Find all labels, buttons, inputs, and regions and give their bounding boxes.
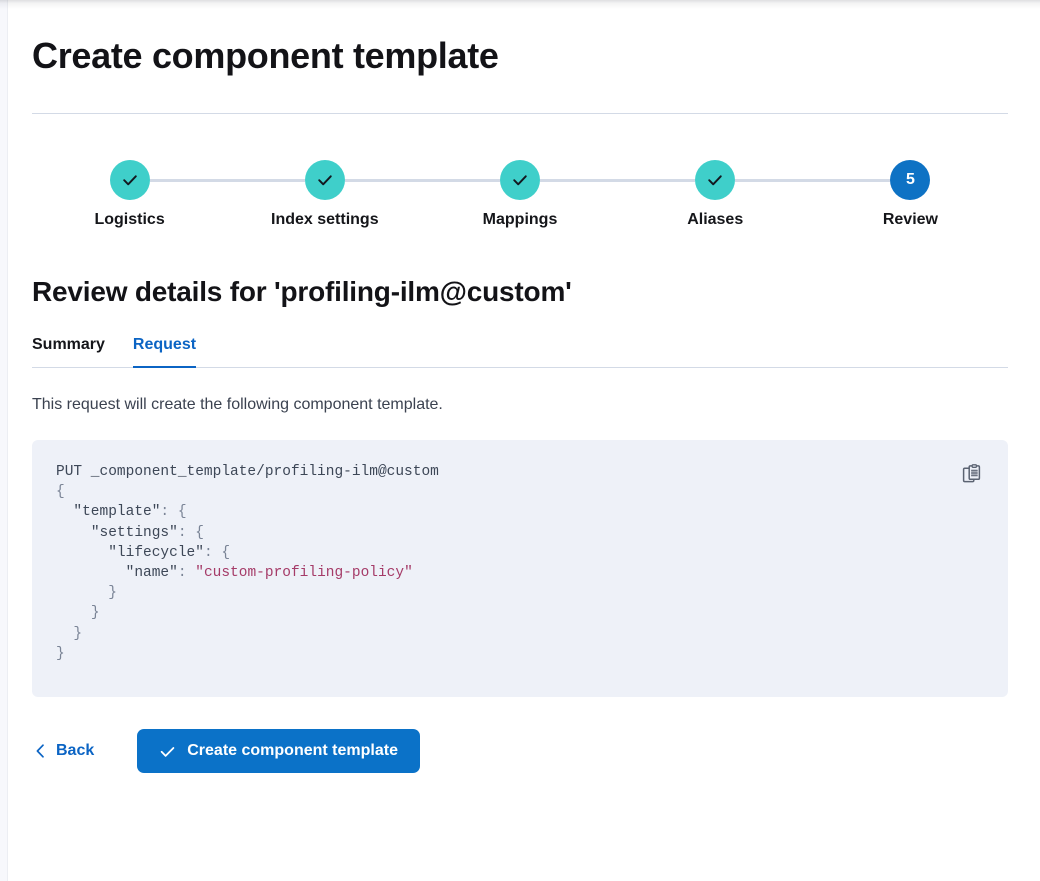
wizard-step-aliases[interactable]: Aliases <box>617 160 813 229</box>
code-token: } <box>56 645 65 662</box>
check-icon <box>159 743 176 760</box>
review-heading: Review details for 'profiling-ilm@custom… <box>32 276 572 307</box>
code-token: { <box>177 504 187 521</box>
step-connector-left <box>617 178 696 182</box>
code-token: { <box>56 484 65 501</box>
create-component-template-page: Create component template Logistics Index… <box>32 35 1008 803</box>
title-divider <box>32 113 1008 114</box>
step-label: Index settings <box>271 211 379 228</box>
back-button-label: Back <box>56 742 95 759</box>
step-circle-wrap <box>422 160 618 200</box>
step-indicator-complete[interactable] <box>304 160 345 200</box>
check-icon <box>708 175 722 186</box>
step-indicator-complete[interactable] <box>695 160 736 200</box>
step-connector-right <box>540 178 618 182</box>
step-number: 5 <box>905 171 915 188</box>
code-token: "custom-profiling-policy" <box>195 565 413 582</box>
wizard-actions: Back Create component template <box>32 729 1008 803</box>
request-description: This request will create the following c… <box>32 396 443 413</box>
step-connector-right <box>344 178 423 182</box>
code-token: : <box>177 524 196 541</box>
step-connector-left <box>812 178 891 182</box>
check-icon <box>122 175 137 186</box>
code-token: "settings" <box>90 524 178 541</box>
code-token: { <box>221 544 231 561</box>
step-connector-right <box>735 178 813 182</box>
request-code-block: PUT _component_template/profiling-ilm@cu… <box>32 440 1008 697</box>
tab-request[interactable]: Request <box>132 336 197 368</box>
step-indicator-complete[interactable] <box>109 160 150 200</box>
chevron-left-icon <box>34 743 47 759</box>
check-icon <box>513 175 527 186</box>
step-label: Aliases <box>687 211 744 228</box>
check-icon <box>318 175 332 186</box>
code-token: : <box>160 504 178 521</box>
code-token: } <box>108 585 117 602</box>
step-label: Logistics <box>94 211 165 228</box>
step-connector-left <box>422 178 501 182</box>
step-connector-right <box>149 178 228 182</box>
tab-summary[interactable]: Summary <box>32 336 105 368</box>
wizard-step-logistics[interactable]: Logistics <box>32 160 228 229</box>
code-token: PUT _component_template/profiling-ilm@cu… <box>56 464 439 480</box>
review-tabs: Summary Request <box>32 336 1008 368</box>
request-code-text: PUT _component_template/profiling-ilm@cu… <box>56 462 984 664</box>
code-token: : <box>203 544 222 561</box>
create-component-template-button[interactable]: Create component template <box>137 729 420 773</box>
create-component-template-button-label: Create component template <box>187 742 398 759</box>
step-circle-wrap <box>227 160 423 200</box>
step-label: Review <box>882 211 938 228</box>
step-indicator-complete[interactable] <box>500 160 540 200</box>
step-circle-wrap <box>617 160 813 200</box>
code-token: } <box>90 605 100 622</box>
copy-clipboard-icon <box>962 464 984 486</box>
code-token: { <box>195 524 204 541</box>
code-token: } <box>73 625 83 642</box>
step-circle-wrap: 5 <box>812 160 1008 200</box>
step-indicator-current[interactable]: 5 <box>890 160 931 200</box>
code-token: "name" <box>125 565 178 582</box>
wizard-step-index-settings[interactable]: Index settings <box>227 160 423 229</box>
wizard-step-mappings[interactable]: Mappings <box>422 160 618 229</box>
code-token: "lifecycle" <box>108 544 204 561</box>
step-connector-left <box>227 178 305 182</box>
page-title: Create component template <box>32 35 499 76</box>
step-label: Mappings <box>482 211 558 228</box>
page-left-edge <box>0 0 8 881</box>
code-token: "template" <box>73 504 161 521</box>
back-button[interactable]: Back <box>32 738 96 764</box>
step-circle-wrap <box>32 160 228 200</box>
copy-to-clipboard-button[interactable] <box>960 462 986 488</box>
code-token: : <box>177 565 196 582</box>
